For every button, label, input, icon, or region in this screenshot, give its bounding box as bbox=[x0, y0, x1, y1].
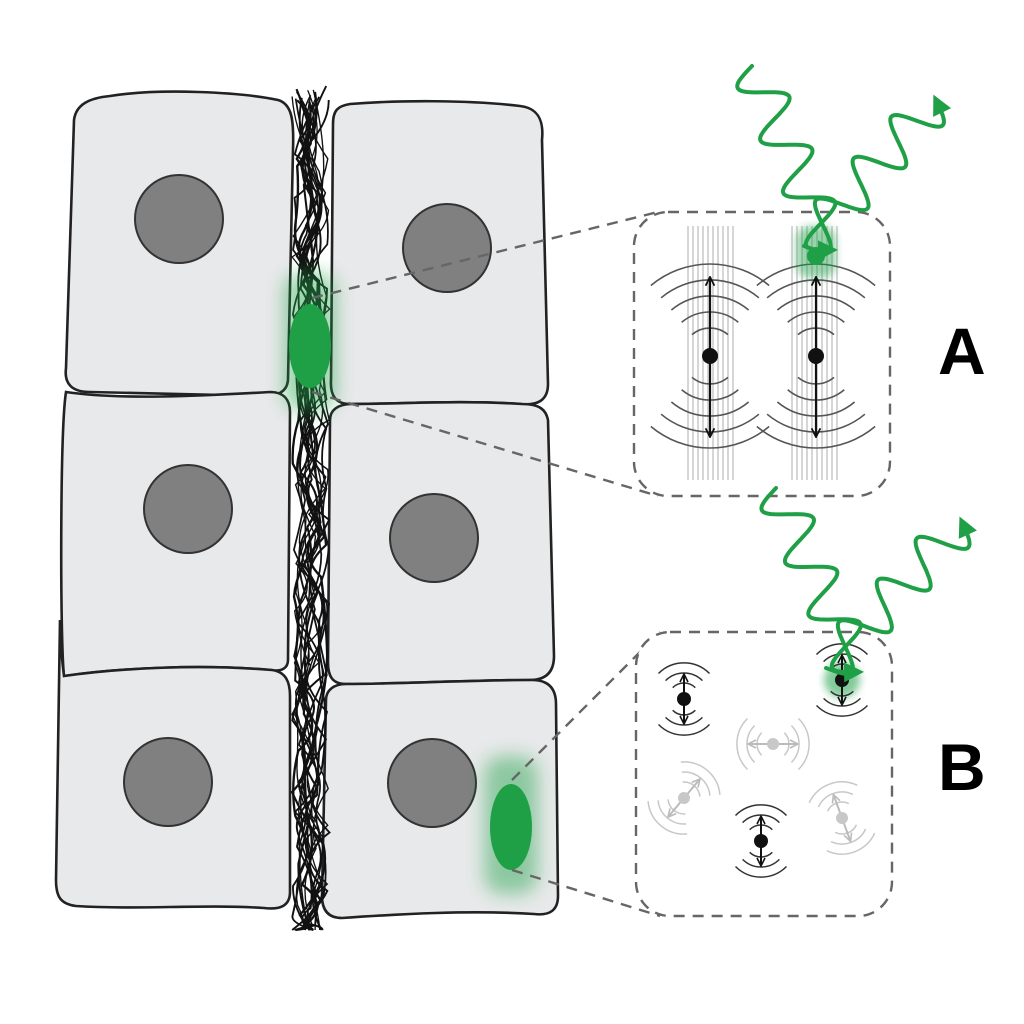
collagen-fiber bbox=[293, 94, 329, 931]
wavefront-arc bbox=[736, 717, 749, 771]
panel-label-a: A bbox=[938, 314, 986, 388]
green-spot-fiber bbox=[284, 272, 336, 412]
wavefront-arc bbox=[742, 814, 780, 824]
collagen-fiber bbox=[291, 97, 331, 931]
collagen-fiber-bundle bbox=[290, 85, 331, 932]
nucleus bbox=[402, 203, 492, 293]
collagen-fiber bbox=[294, 99, 324, 931]
light-wave-b bbox=[759, 486, 977, 683]
wavefront-arc bbox=[680, 761, 721, 795]
panel-label-b: B bbox=[938, 730, 986, 804]
collagen-fiber bbox=[291, 99, 331, 931]
wavefront-arc bbox=[657, 662, 711, 675]
dipole-arrow bbox=[808, 278, 824, 436]
collagen-fiber bbox=[292, 96, 330, 931]
collagen-fiber bbox=[292, 93, 329, 931]
nucleus bbox=[387, 738, 477, 828]
wavefront-arc bbox=[797, 717, 810, 771]
wavefront-arc bbox=[734, 865, 788, 878]
collagen-fiber bbox=[293, 98, 329, 931]
wavefront-arc bbox=[790, 725, 800, 763]
nucleus bbox=[123, 737, 213, 827]
wavefront-arc bbox=[734, 804, 788, 817]
nucleus bbox=[143, 464, 233, 554]
wavefront-arc bbox=[756, 425, 876, 449]
wavefront-arc bbox=[826, 832, 876, 855]
wavefront-arc bbox=[657, 723, 711, 736]
nucleus bbox=[389, 493, 479, 583]
collagen-fiber bbox=[292, 98, 329, 931]
wavefront-arc bbox=[650, 425, 770, 449]
wavefront-arc bbox=[808, 781, 858, 804]
inset-panel-b bbox=[634, 630, 894, 918]
dipole bbox=[657, 662, 711, 736]
dipole-arrow bbox=[702, 278, 718, 436]
wavefront-arc bbox=[665, 672, 703, 682]
wavefront-arc bbox=[823, 697, 861, 707]
wavefront-arc bbox=[650, 263, 770, 287]
inset-panel-a bbox=[632, 210, 892, 498]
wavefront-arc bbox=[823, 653, 861, 663]
wavefront-arc bbox=[746, 725, 756, 763]
dipole bbox=[647, 761, 721, 835]
wavefront-arc bbox=[665, 716, 703, 726]
wavefront-arc bbox=[742, 858, 780, 868]
wavefront-arc bbox=[815, 704, 869, 717]
dipole bbox=[734, 804, 788, 878]
green-spot-membrane bbox=[484, 756, 538, 894]
nucleus bbox=[134, 174, 224, 264]
dipole bbox=[808, 781, 876, 855]
dipole bbox=[736, 717, 810, 771]
zoom-connectors bbox=[311, 210, 661, 918]
collagen-fiber bbox=[292, 91, 331, 931]
wavefront-arc bbox=[647, 801, 688, 835]
light-wave-a bbox=[735, 64, 952, 261]
collagen-fiber bbox=[290, 88, 328, 931]
